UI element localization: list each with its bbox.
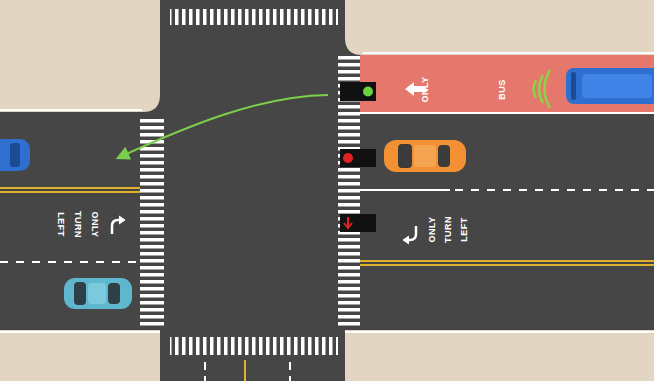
road-marking-text: ONLY [421,76,430,102]
orange-car [414,145,436,167]
signal-waves [545,70,551,108]
road-marking-text: ONLY [428,216,437,242]
teal-car [64,278,132,309]
lane-lines [204,362,206,381]
lane-lines [0,191,140,193]
blue-car [10,143,20,167]
road-marking-text: LEFT [460,217,469,242]
lane-lines [0,113,654,381]
sidewalk-edge [0,109,142,111]
traffic-signal [340,214,376,232]
bus [571,72,576,100]
traffic-signal [340,82,376,232]
turn-arrow [403,236,409,244]
teal-car [74,282,86,305]
pavement [345,38,362,55]
lane-lines [360,112,654,114]
road-marking-text: ONLY [90,211,99,237]
traffic-signal [343,153,353,163]
road-marking-text: TURN [73,211,82,238]
lane-lines [0,187,140,189]
teal-car [88,283,106,304]
orange-car [384,140,466,172]
pavement [160,0,345,381]
crosswalk [170,337,338,355]
orange-car [398,144,412,168]
orange-car [438,145,450,167]
signal-waves [534,70,551,108]
lane-lines [360,264,654,266]
road-marking-text: TURN [444,216,453,243]
crosswalk [140,116,164,328]
turn-path-arrow [122,95,328,156]
blue-car [0,139,30,171]
pavement [143,95,160,112]
sidewalk-edge [363,52,654,54]
traffic-signal [344,217,352,228]
lane-lines [244,360,246,381]
lane-lines [289,362,291,381]
signal-waves [534,80,537,98]
signal-waves [539,75,543,103]
blue-car [0,139,30,171]
sidewalk-edge [0,53,654,332]
teal-car [64,278,132,309]
turn-path-arrow [122,95,328,156]
lane-lines [360,260,654,262]
teal-car [108,283,120,304]
bus [566,68,654,104]
bus [582,74,652,98]
crosswalk [140,9,360,355]
lane-lines [0,261,140,263]
pavement [345,55,654,115]
sidewalk-edge [0,331,160,333]
road-marking-text: LEFT [56,212,65,237]
bus [566,68,654,104]
sidewalk-edge [345,331,654,333]
lane-lines [455,189,654,191]
traffic-signal [363,87,373,97]
turn-arrow [119,216,125,224]
crosswalk [170,9,338,25]
road-marking-text: BUS [497,79,506,100]
traffic-signal [340,82,376,101]
lane-lines [360,189,450,191]
orange-car [384,140,466,172]
traffic-signal [340,149,376,167]
